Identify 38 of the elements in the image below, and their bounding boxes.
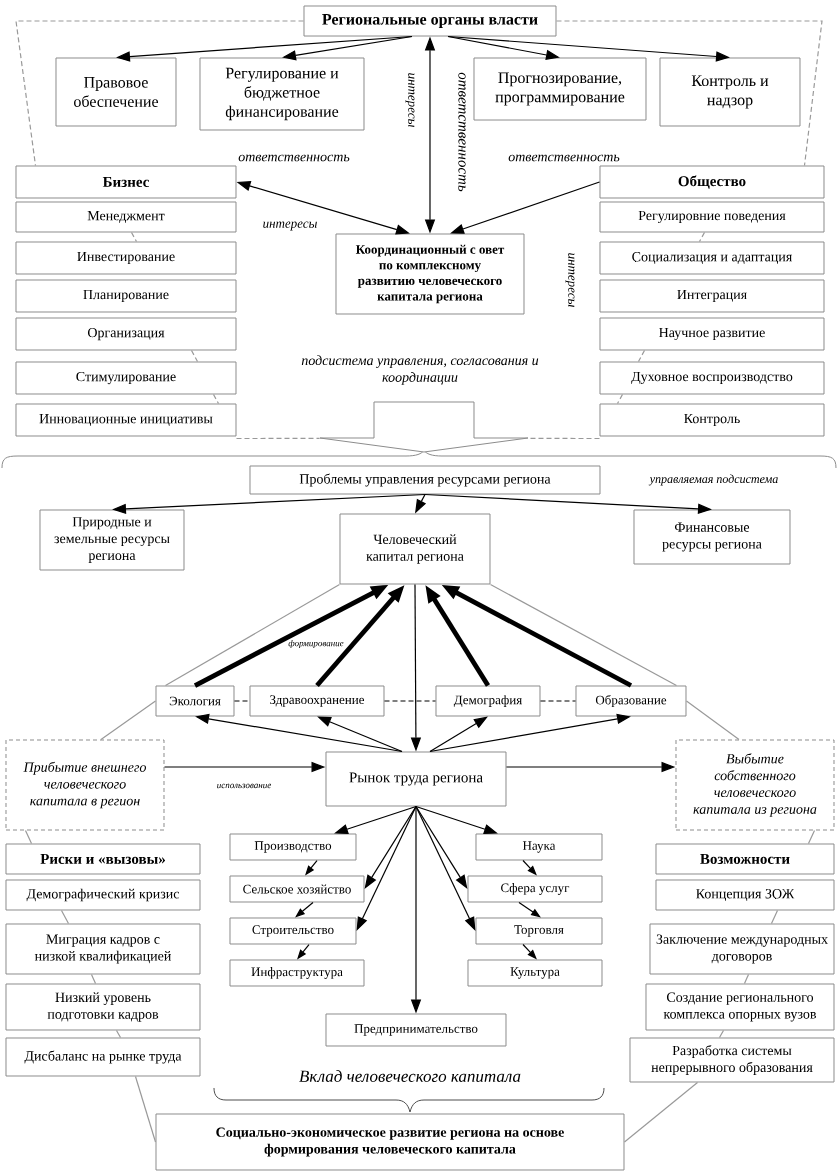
dashed-line: [15, 20, 305, 167]
connector-line: [60, 909, 70, 925]
connector-line: [770, 909, 779, 925]
block-arrow: [319, 401, 529, 453]
connector-line: [90, 973, 97, 985]
connector-line: [115, 1029, 122, 1039]
arrow: [415, 805, 468, 889]
connector-line: [623, 1081, 699, 1143]
connector-line: [807, 829, 816, 845]
connector-line: [685, 700, 740, 741]
dashed-line: [233, 700, 251, 702]
dashed-line: [212, 393, 220, 405]
connector-line: [743, 973, 750, 985]
text-box: Региональные органы власти: [303, 5, 557, 37]
text-box: Правовое обеспечение: [55, 57, 177, 127]
dashed-line: [616, 393, 624, 405]
dashed-line: [527, 437, 601, 440]
text-box: Контроль и надзор: [659, 57, 801, 127]
arrow: [429, 716, 488, 753]
dashed-line: [637, 349, 646, 363]
connector-line: [134, 1075, 157, 1143]
connector-line: [24, 829, 33, 845]
text-box: Прогнозирование, программирование: [473, 57, 647, 121]
annotation-text: Вклад человеческого капитала: [299, 1070, 521, 1082]
dashed-line: [190, 349, 199, 363]
dashed-line: [235, 437, 321, 440]
dashed-line: [555, 20, 823, 167]
connector-line: [100, 700, 157, 741]
connector-line: [718, 1029, 725, 1039]
dashed-line: [383, 700, 437, 702]
connector-line: [489, 583, 678, 687]
dashed-line: [130, 231, 138, 243]
dashed-line: [698, 231, 706, 243]
connector-line: [164, 583, 341, 687]
text-box: Регулирование и бюджетное финансирование: [199, 57, 365, 131]
dashed-line: [539, 700, 577, 702]
arrow: [364, 805, 417, 889]
arrow: [518, 901, 541, 918]
